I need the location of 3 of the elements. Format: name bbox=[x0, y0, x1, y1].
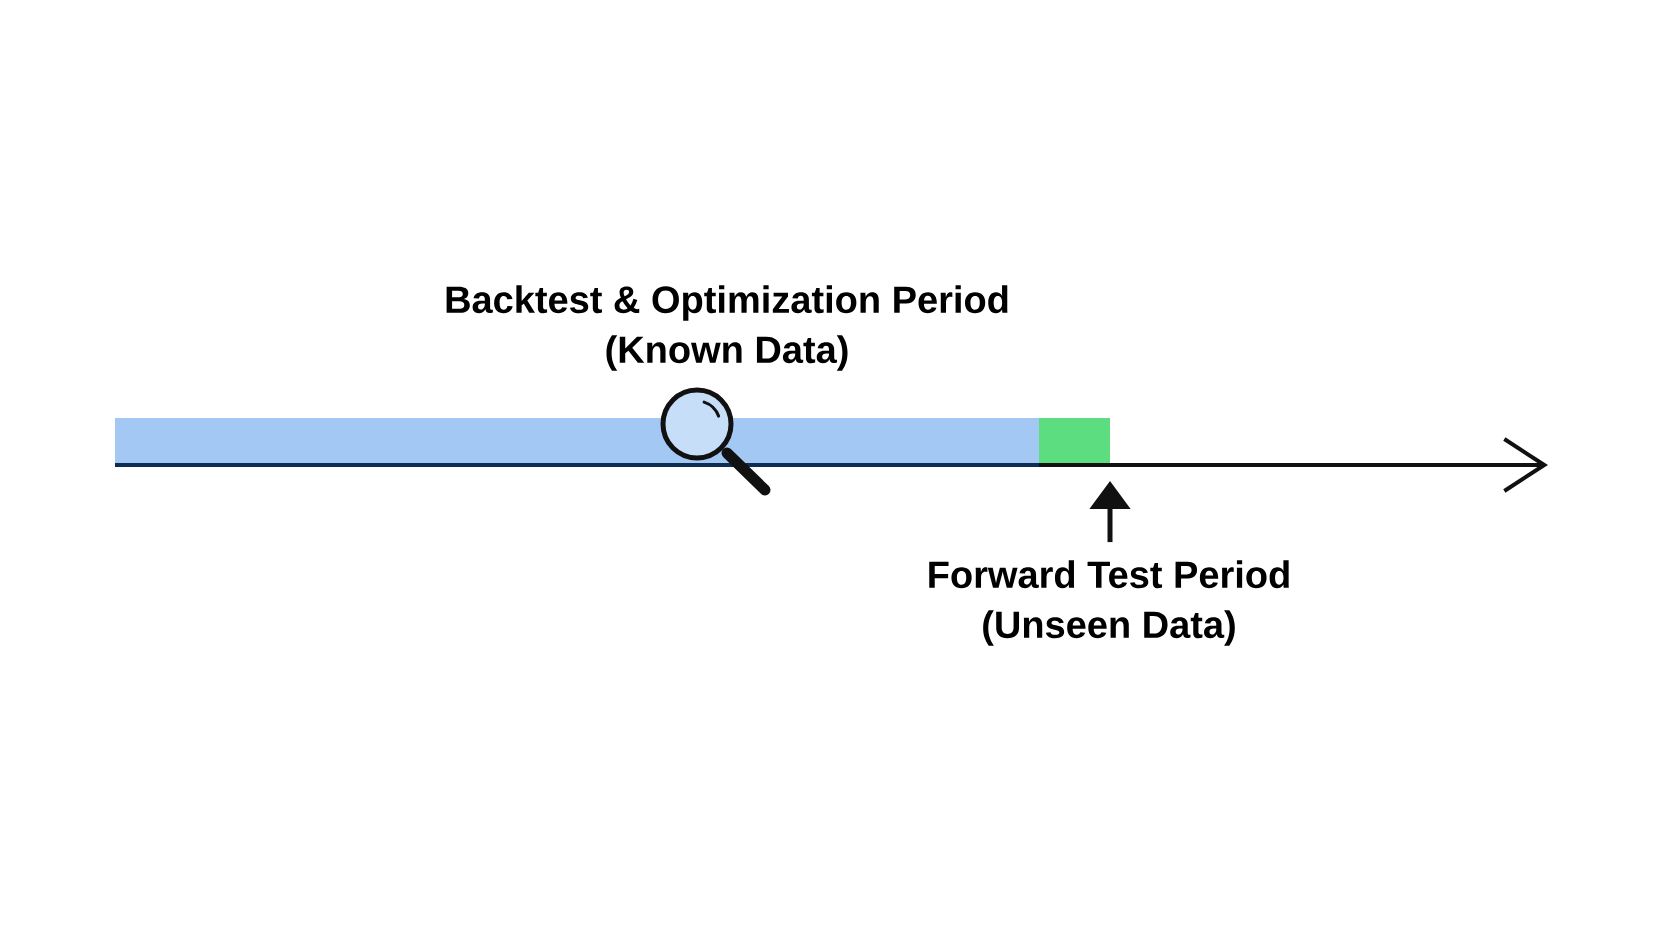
period-label: Forward Test Period (Unseen Data) bbox=[929, 560, 1289, 646]
timeline-bar bbox=[1039, 418, 1110, 463]
period-heading: Backtest & Optimization Period (Known Data) bbox=[446, 285, 1008, 371]
